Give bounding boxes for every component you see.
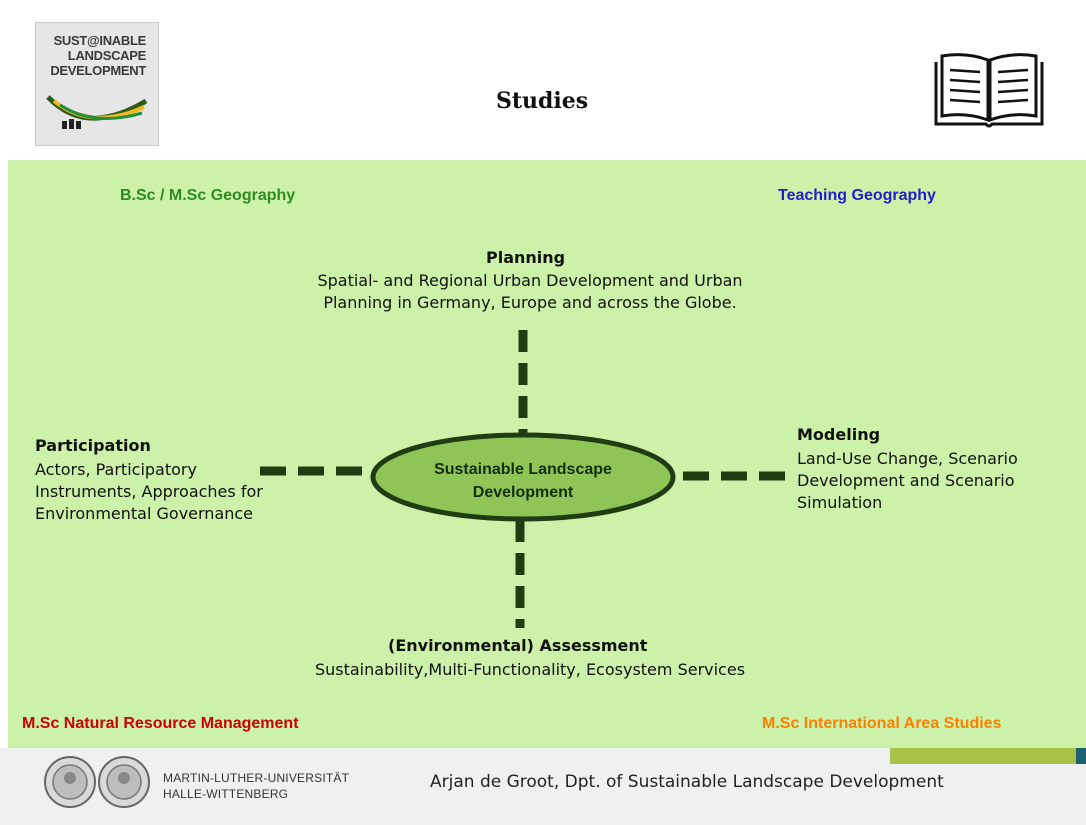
center-ellipse xyxy=(370,432,676,522)
program-geography: B.Sc / M.Sc Geography xyxy=(120,187,296,204)
center-label-line-1: Sustainable Landscape xyxy=(434,461,612,478)
footer-accent-bar-dark xyxy=(1076,748,1086,764)
logo-line-3: DEVELOPMENT xyxy=(50,63,146,78)
modeling-description: Land-Use Change, Scenario Development an… xyxy=(797,448,1018,514)
program-natural-resource-management: M.Sc Natural Resource Management xyxy=(22,715,299,732)
modeling-line-1: Land-Use Change, Scenario xyxy=(797,449,1018,468)
participation-line-1: Actors, Participatory xyxy=(35,460,197,479)
author-credit: Arjan de Groot, Dpt. of Sustainable Land… xyxy=(430,772,944,792)
logo-swoosh-icon xyxy=(46,95,148,129)
program-teaching-geography: Teaching Geography xyxy=(778,187,936,204)
modeling-line-2: Development and Scenario xyxy=(797,471,1015,490)
assessment-description: Sustainability,Multi-Functionality, Ecos… xyxy=(250,659,810,681)
modeling-line-3: Simulation xyxy=(797,493,883,512)
footer-accent-bar xyxy=(890,748,1076,764)
logo-line-2: LANDSCAPE xyxy=(67,48,147,63)
participation-description: Actors, Participatory Instruments, Appro… xyxy=(35,459,263,525)
assessment-line-1: Sustainability,Multi-Functionality, Ecos… xyxy=(314,660,746,679)
page-title: Studies xyxy=(496,88,589,114)
participation-line-3: Environmental Governance xyxy=(35,504,254,523)
program-international-area-studies: M.Sc International Area Studies xyxy=(762,715,1002,732)
planning-line-2: Planning in Germany, Europe and across t… xyxy=(323,293,737,312)
book-icon xyxy=(934,53,1044,128)
center-label-line-2: Development xyxy=(472,484,574,501)
university-line-1: MARTIN-LUTHER-UNIVERSITÄT xyxy=(163,771,350,785)
university-seal-icon xyxy=(44,756,150,808)
planning-title: Planning xyxy=(486,248,566,267)
modeling-title: Modeling xyxy=(797,425,881,444)
assessment-title: (Environmental) Assessment xyxy=(388,636,648,655)
sustainable-landscape-logo: SUST@INABLE LANDSCAPE DEVELOPMENT xyxy=(35,22,159,146)
university-line-2: HALLE-WITTENBERG xyxy=(163,787,289,801)
planning-line-1: Spatial- and Regional Urban Development … xyxy=(317,271,743,290)
participation-title: Participation xyxy=(35,436,151,455)
logo-line-1: SUST@INABLE xyxy=(53,33,147,48)
participation-line-2: Instruments, Approaches for xyxy=(35,482,263,501)
logo-text: SUST@INABLE LANDSCAPE DEVELOPMENT xyxy=(36,33,146,78)
center-label: Sustainable Landscape Development xyxy=(383,458,663,504)
planning-description: Spatial- and Regional Urban Development … xyxy=(250,270,810,314)
university-name: MARTIN-LUTHER-UNIVERSITÄT HALLE-WITTENBE… xyxy=(163,770,349,802)
